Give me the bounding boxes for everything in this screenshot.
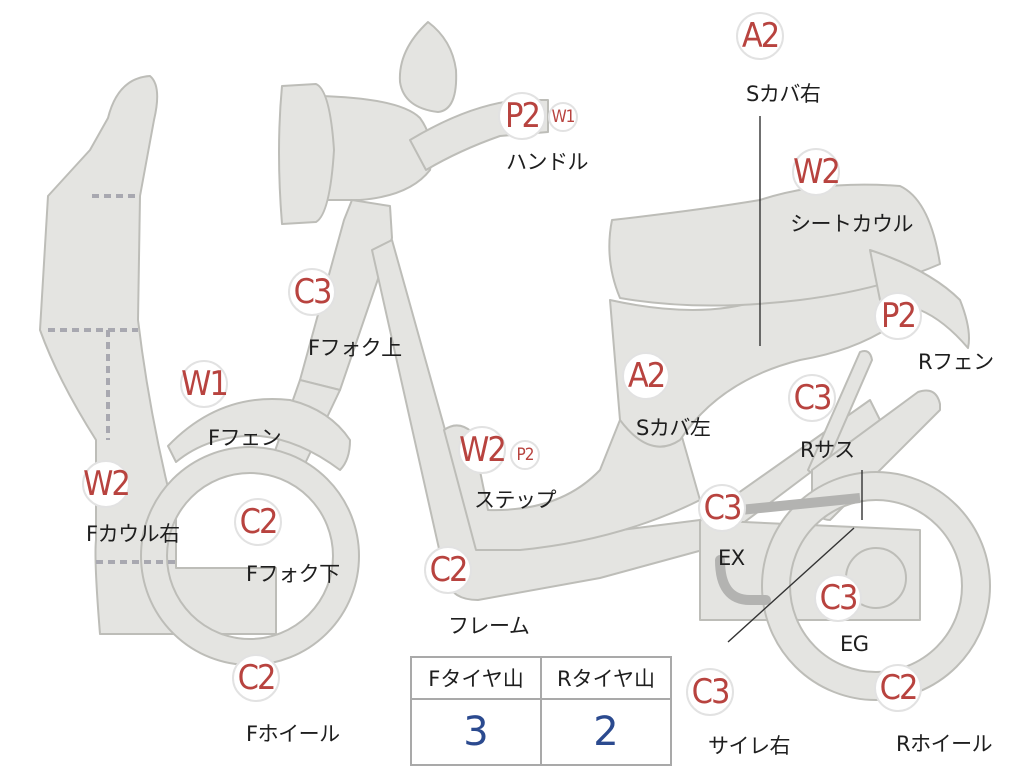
muffler-right-code-badge: C3 xyxy=(686,668,734,716)
f-wheel-code-badge: C2 xyxy=(232,654,280,702)
f-fork-lower-label: Fフォク下 xyxy=(246,562,340,586)
front-fender xyxy=(167,398,351,471)
headlight xyxy=(278,83,335,225)
seat xyxy=(608,183,941,307)
seat-cowl-label: シートカウル xyxy=(790,212,914,236)
engine-label: EG xyxy=(840,632,869,656)
step-code-badge: W2 xyxy=(458,426,507,474)
frame-code-badge: C2 xyxy=(424,546,472,594)
engine-code-badge: C3 xyxy=(814,574,862,622)
rear-tire-tread-header: Rタイヤ山 xyxy=(540,656,672,700)
exhaust-label: EX xyxy=(718,546,745,570)
f-fender-label: Fフェン xyxy=(208,426,282,450)
rear-fender xyxy=(869,249,970,349)
side-cover xyxy=(609,259,908,448)
handle-code-badge: P2 xyxy=(498,92,546,140)
s-cover-right-label: Sカバ右 xyxy=(746,82,821,106)
f-fork-upper-label: Fフォク上 xyxy=(308,336,402,360)
r-wheel-code-badge: C2 xyxy=(874,664,922,712)
r-suspension-label: Rサス xyxy=(800,438,855,462)
f-fender-code-badge: W1 xyxy=(180,360,229,408)
r-fender-code-badge: P2 xyxy=(874,292,922,340)
seat-cowl-code-badge: W2 xyxy=(792,148,841,196)
tire-tread-table: Fタイヤ山 Rタイヤ山 3 2 xyxy=(410,656,672,766)
front-tire-tread-header: Fタイヤ山 xyxy=(410,656,542,700)
handle-label: ハンドル xyxy=(506,150,589,174)
f-fork-lower-code-badge: C2 xyxy=(234,498,282,546)
front-tire-tread-value: 3 xyxy=(410,698,542,766)
frame-label: フレーム xyxy=(448,614,530,638)
r-wheel-label: Rホイール xyxy=(896,732,993,756)
r-fender-label: Rフェン xyxy=(918,350,994,374)
muffler-right-label: サイレ右 xyxy=(708,734,791,758)
front-wheel-tire xyxy=(141,447,359,665)
r-suspension-code-badge: C3 xyxy=(788,374,836,422)
step-label: ステップ xyxy=(474,488,557,512)
s-cover-left-code-badge: A2 xyxy=(622,352,670,400)
f-cowl-right-code-badge: W2 xyxy=(82,460,131,508)
s-cover-right-code-badge: A2 xyxy=(736,12,784,60)
s-cover-left-label: Sカバ左 xyxy=(636,416,711,440)
handle-secondary-code-badge: W1 xyxy=(548,102,578,132)
f-wheel-label: Fホイール xyxy=(246,722,340,746)
f-cowl-right-label: Fカウル右 xyxy=(86,522,180,546)
mirror xyxy=(398,21,458,113)
step-secondary-code-badge: P2 xyxy=(510,440,540,470)
rear-tire-tread-value: 2 xyxy=(540,698,672,766)
exhaust-pipe xyxy=(715,555,771,605)
f-fork-upper-code-badge: C3 xyxy=(288,268,336,316)
exhaust-code-badge: C3 xyxy=(698,484,746,532)
